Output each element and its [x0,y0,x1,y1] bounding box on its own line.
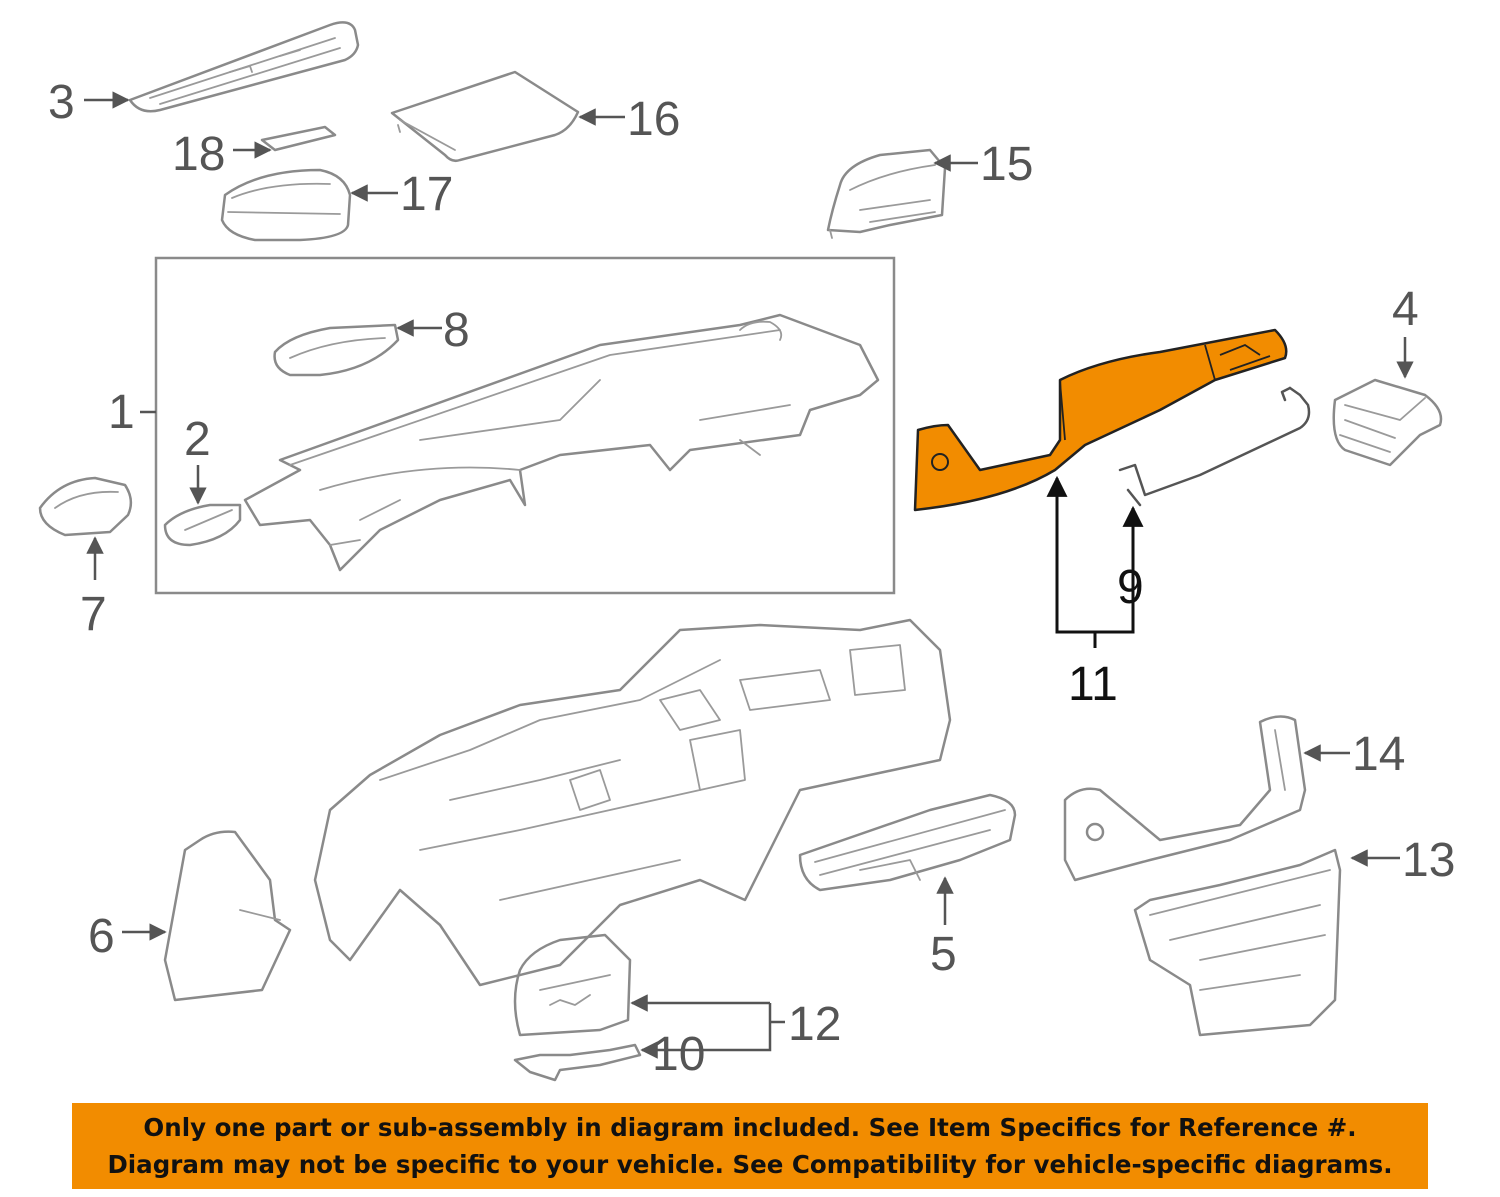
part-3-defroster-grille [128,21,360,113]
callout-7: 7 [80,588,107,641]
callout-6: 6 [88,910,115,963]
callout-1: 1 [108,386,135,439]
callout-18: 18 [172,128,225,181]
part-17-storage-bin [220,168,352,242]
callout-2: 2 [184,413,211,466]
part-1-instrument-panel [243,313,880,572]
callout-4: 4 [1392,283,1419,336]
callout-10: 10 [652,1028,705,1081]
callout-5: 5 [930,928,957,981]
part-15-airbag-module [826,148,947,239]
callout-8: 8 [443,304,470,357]
callout-14: 14 [1352,728,1405,781]
callout-11: 11 [1068,658,1118,711]
callout-3: 3 [48,76,75,129]
disclaimer-banner: Only one part or sub-assembly in diagram… [72,1103,1428,1189]
part-12-knee-bolster [513,933,632,1037]
part-7-trim-panel [38,476,133,537]
leader-lines [84,91,1414,1059]
assembly-1-box [154,256,896,595]
part-16-cover-panel [390,70,580,163]
part-14-trim-panel [1063,715,1307,882]
part-2-vent [163,503,242,547]
callout-13: 13 [1402,834,1455,887]
callout-15: 15 [980,138,1033,191]
part-4-vent [1332,378,1443,467]
callout-9: 9 [1117,561,1144,614]
part-11-highlighted-trim-panel [913,328,1288,512]
part-6-side-panel [163,830,292,1002]
part-8-side-vent-cover [273,323,400,377]
part-10-bracket [513,1043,642,1082]
callout-16: 16 [627,93,680,146]
callout-12: 12 [788,998,841,1051]
disclaimer-line-2: Diagram may not be specific to your vehi… [107,1150,1393,1179]
part-18-pad [260,125,337,152]
callout-17: 17 [400,168,453,221]
disclaimer-line-1: Only one part or sub-assembly in diagram… [143,1113,1357,1142]
part-frame-assembly [313,618,952,987]
part-5-center-vent [798,793,1017,892]
part-13-bezel [1133,848,1342,1037]
callout-labels: 1 2 3 4 5 6 7 8 9 10 11 12 13 14 15 16 1… [48,76,1455,1081]
